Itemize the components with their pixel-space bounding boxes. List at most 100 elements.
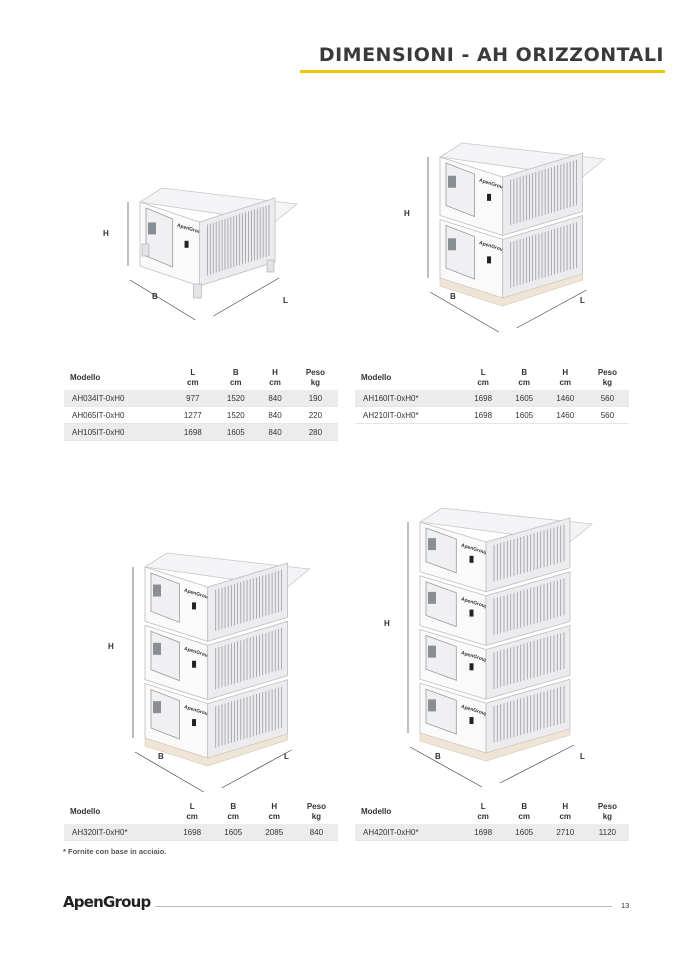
w-cell: 1120 [585,824,629,841]
b-cell: 1605 [212,824,254,841]
fan-motor-icon [153,642,161,655]
fan-motor-icon [428,699,436,712]
dimension-label-h: H [384,619,390,628]
h-cell: 840 [257,390,293,407]
h-cell: 840 [257,406,293,424]
column-header-label: L [190,368,196,377]
column-header-unit: cm [186,812,198,821]
model-cell: AH160IT-0xH0* [355,390,463,407]
w-cell: 560 [585,406,629,424]
h-cell: 840 [257,423,293,441]
column-header-label: H [562,802,569,811]
fan-motor-icon [153,584,161,597]
model-cell: AH320IT-0xH0* [64,824,172,841]
label-plate [469,555,474,563]
column-header-unit: kg [602,378,613,387]
column-header-model: Modello [70,373,101,382]
column-header-unit: kg [311,812,322,821]
label-plate [469,609,474,617]
fan-motor-icon [153,701,161,714]
unit-side-panel [199,197,276,287]
w-cell: 840 [294,824,338,841]
column-header-label: Peso [305,368,325,377]
column-header-model: Modello [361,807,392,816]
column-header-unit: cm [477,812,489,821]
w-cell: 280 [292,423,338,441]
label-plate [192,719,197,727]
l-cell: 1698 [171,824,213,841]
dimension-line-l [221,749,292,789]
dimension-label-l: L [283,296,288,305]
column-header-unit: cm [187,378,199,387]
column-header-unit: cm [269,378,281,387]
b-cell: 1520 [214,406,258,424]
title-underline [300,70,665,73]
dimension-label-l: L [284,752,289,761]
dimension-label-h: H [404,209,410,218]
l-cell: 1698 [462,824,504,841]
column-header-label: B [232,368,239,377]
l-cell: 1698 [171,423,215,441]
dimension-line-b [134,751,204,793]
column-header-unit: kg [310,378,321,387]
w-cell: 190 [292,390,338,407]
unit-side-panel [207,562,288,642]
dimension-label-b: B [152,292,158,301]
support-foot [193,283,202,299]
label-plate [192,660,197,668]
model-cell: AH034IT-0xH0 [64,390,172,407]
unit-illustration-1-module: ApenGroup [127,187,298,321]
column-header-unit: cm [268,812,281,821]
fan-motor-icon [428,591,436,604]
fan-motor-icon [428,645,436,658]
b-cell: 1605 [214,423,258,441]
unit-side-panel [207,620,288,701]
fan-motor-icon [428,538,436,551]
dimension-label-h: H [103,229,109,238]
column-header-label: H [562,368,569,377]
dimension-line-b [409,746,483,788]
h-cell: 1460 [544,390,586,407]
dimension-label-l: L [580,296,585,305]
footnote: * Fornite con base in acciaio. [63,847,167,856]
column-header-unit: kg [602,812,613,821]
dimension-line-l [213,277,280,317]
column-header-label: B [521,802,528,811]
label-plate [487,193,492,201]
l-cell: 1698 [462,390,504,407]
column-header-label: B [521,368,528,377]
column-header-label: L [480,368,486,377]
label-plate [184,240,189,248]
dimension-label-h: H [108,642,114,651]
column-header-unit: cm [227,812,239,821]
page-title: DIMENSIONI - AH ORIZZONTALI [318,44,664,66]
column-header-unit: cm [559,378,572,387]
column-header-label: Peso [306,802,326,811]
column-header-label: L [480,802,486,811]
l-cell: 1277 [171,406,215,424]
b-cell: 1605 [503,390,545,407]
column-header-unit: cm [229,378,242,387]
column-header-label: B [230,802,237,811]
b-cell: 1605 [503,824,545,841]
l-cell: 1698 [462,406,504,424]
